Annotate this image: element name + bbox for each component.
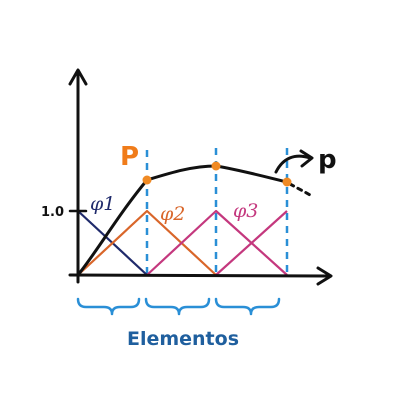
element-brackets xyxy=(76,297,281,316)
basis-phi2-curve xyxy=(77,209,217,276)
element-boundaries xyxy=(145,148,289,275)
approximation-continuation xyxy=(288,182,314,198)
element-bracket-1 xyxy=(76,297,141,316)
basis-phi3-curve xyxy=(146,209,288,276)
approximation xyxy=(76,164,314,277)
element-bracket-3 xyxy=(214,297,281,316)
x-axis-arrow xyxy=(316,266,333,286)
axes xyxy=(68,68,333,286)
basis-functions xyxy=(77,209,288,276)
basis-label-phi2: φ2 xyxy=(160,203,185,225)
nodes xyxy=(142,161,292,187)
exact-arrow-head xyxy=(299,149,314,168)
exact-label: p xyxy=(318,145,337,175)
basis-label-phi1: φ1 xyxy=(90,193,115,215)
node-2 xyxy=(211,161,221,171)
approx-label: P xyxy=(120,142,139,172)
basis-label-phi3: φ3 xyxy=(233,200,258,222)
x-axis xyxy=(68,273,330,278)
node-3 xyxy=(282,177,292,187)
exact-arrow-shaft xyxy=(274,154,312,174)
element-bracket-2 xyxy=(144,297,211,316)
y-axis-arrow xyxy=(68,68,88,86)
node-1 xyxy=(142,175,152,185)
y-tick-label: 1.0 xyxy=(41,205,64,220)
basis-phi4-curve xyxy=(215,210,288,276)
exact-arrow xyxy=(274,149,314,174)
elements-label: Elementos xyxy=(127,328,239,350)
approximation-curve xyxy=(76,164,289,277)
